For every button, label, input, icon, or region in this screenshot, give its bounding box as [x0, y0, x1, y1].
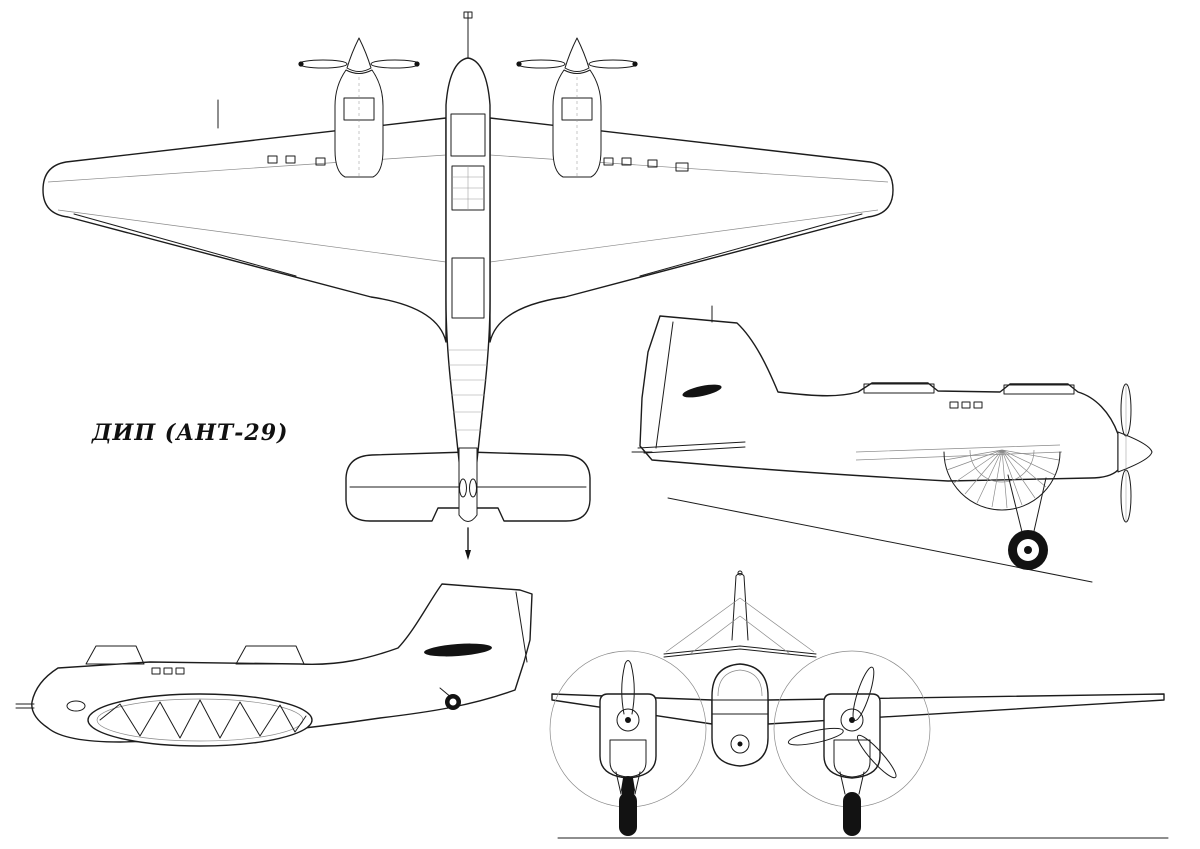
aircraft-designation-label: ДИП (АНТ-29) — [92, 420, 289, 446]
tail-wheel — [469, 478, 477, 498]
tail-cone — [458, 447, 478, 522]
rear-canopy-glazing — [863, 383, 935, 394]
left-engine-nacelle — [297, 37, 421, 178]
radiator-grill — [833, 739, 871, 778]
tail-propeller-silhouette — [424, 643, 492, 657]
left-aileron-line — [73, 213, 297, 277]
main-landing-gear — [1007, 474, 1048, 570]
tail-wheel — [459, 478, 467, 498]
nose-cannon-hub — [730, 734, 750, 754]
rudder-hinge-line — [515, 591, 528, 663]
fuselage-windows — [949, 401, 983, 409]
right-engine-nacelle — [515, 37, 639, 178]
ventral-fan-fairing — [943, 449, 1061, 511]
fuselage-profile — [639, 315, 1119, 482]
top-plan-view — [42, 11, 894, 560]
nose-gun-tube — [15, 703, 35, 709]
right-nacelle-front — [787, 666, 897, 779]
front-canopy-glazing — [1003, 384, 1075, 395]
cockpit-canopy-glazing — [450, 113, 486, 157]
propeller-blades — [787, 666, 897, 779]
right-wing — [489, 117, 894, 343]
ventral-truss-fairing — [87, 693, 313, 747]
rear-canopy-glazing — [235, 645, 305, 665]
truss-structure — [99, 699, 307, 739]
fuselage-windows — [151, 667, 185, 675]
tail-wheel-gear — [439, 687, 461, 710]
tail-propeller-silhouette — [682, 384, 722, 398]
tailplane-front — [663, 597, 817, 658]
fin-front — [731, 570, 749, 641]
right-aileron-line — [639, 213, 863, 277]
left-nacelle-front — [599, 660, 657, 807]
nose-hatch — [66, 700, 86, 712]
tailplane-edge — [637, 441, 746, 454]
fuselage-profile — [31, 583, 533, 743]
propeller-spinner — [1117, 431, 1153, 473]
dorsal-hatch-glazing — [451, 257, 485, 319]
starboard-profile-view — [631, 305, 1153, 583]
wing-edge-lines — [855, 444, 1063, 461]
left-wheel — [619, 792, 637, 836]
port-profile-view — [15, 583, 533, 747]
propeller-blade-up — [621, 660, 635, 715]
nose-propeller — [1117, 383, 1153, 523]
front-canopy-glazing — [85, 645, 145, 665]
right-gear-front — [839, 771, 865, 836]
fuselage-frame-lines — [449, 349, 487, 431]
fuselage-front — [711, 663, 769, 767]
rudder-hinge-line — [655, 321, 674, 449]
fuselage-top-view — [445, 57, 491, 514]
left-wing — [42, 117, 447, 343]
front-view — [549, 570, 1169, 839]
left-gear-front — [615, 771, 641, 836]
right-wheel — [843, 792, 861, 836]
